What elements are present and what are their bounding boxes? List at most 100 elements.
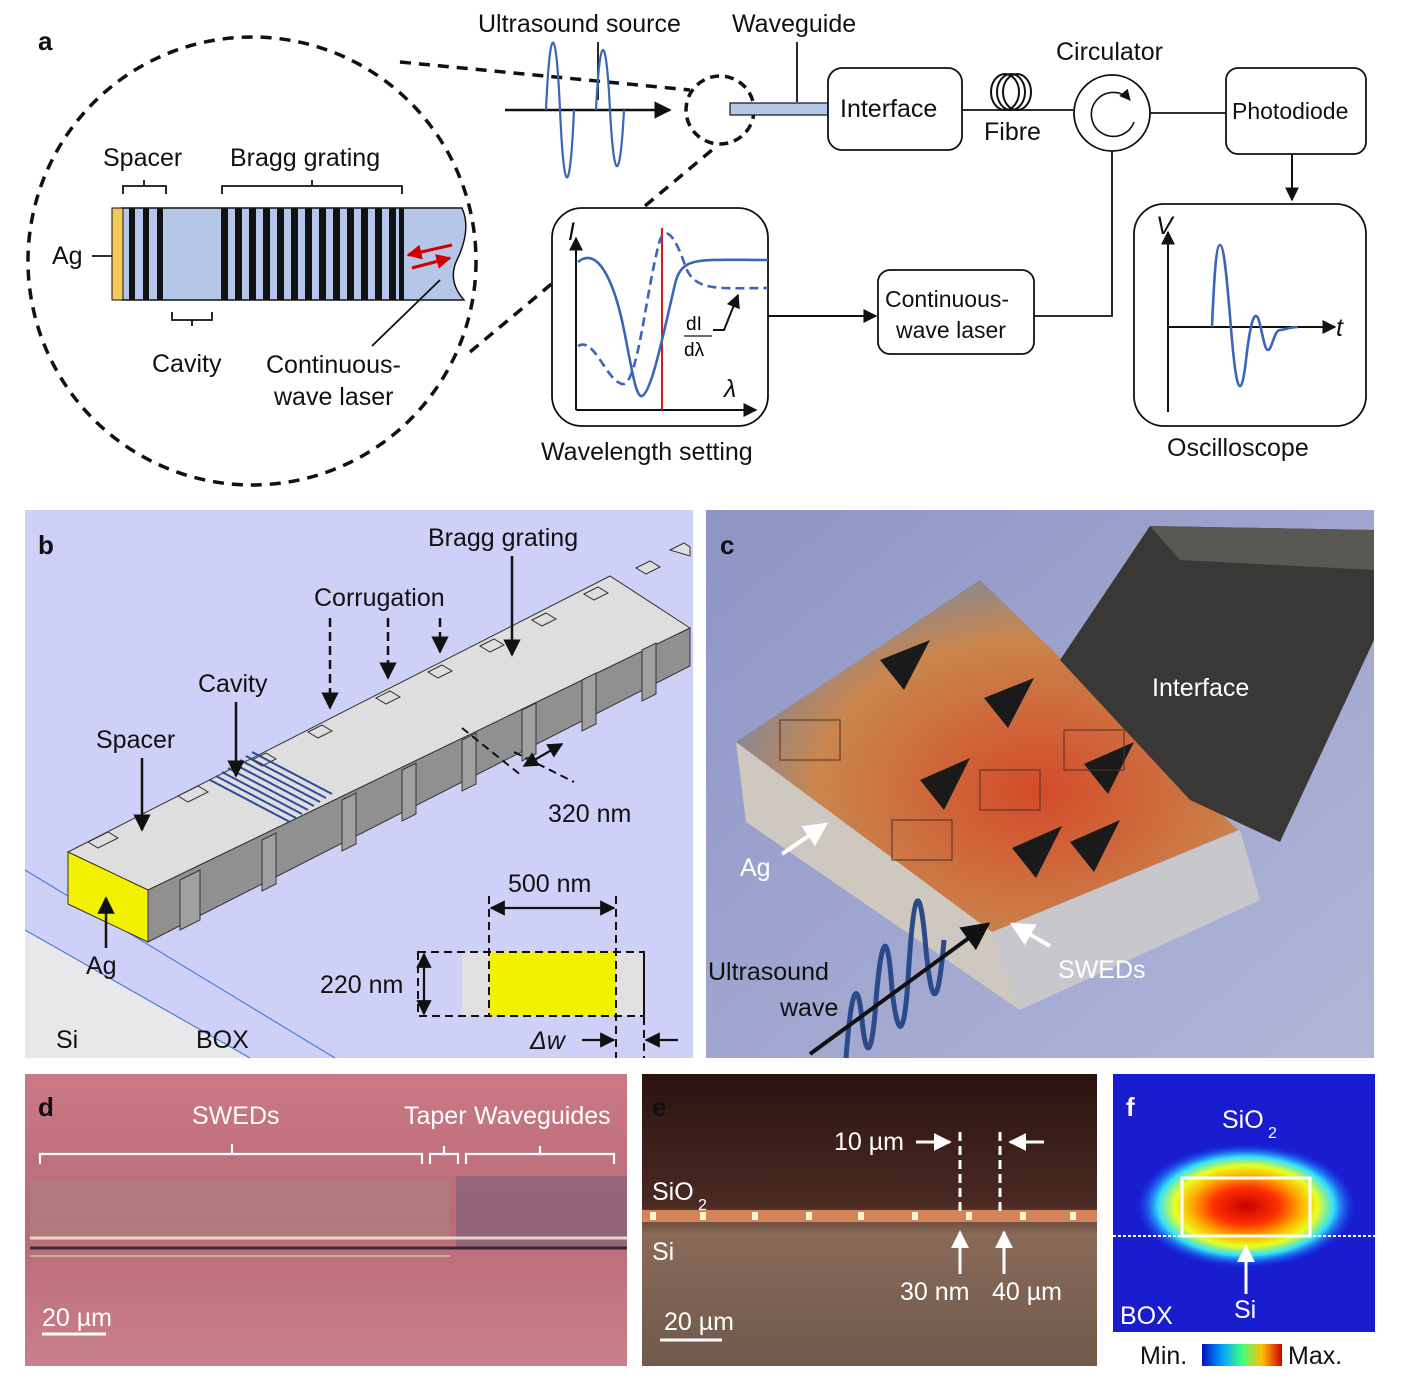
circulator-arrow-icon [1090, 88, 1135, 138]
panel-e-letter: e [652, 1092, 666, 1122]
ws-label-lambda: λ [722, 375, 736, 403]
label-photodiode: Photodiode [1232, 98, 1348, 124]
label-ultrasound-c-1: Ultrasound [708, 958, 829, 986]
sweds-region [30, 1180, 450, 1240]
label-320nm: 320 nm [548, 800, 631, 828]
cross-section-core [489, 952, 616, 1016]
ag-layer [111, 207, 124, 301]
osc-label-t: t [1336, 314, 1344, 342]
label-si-f: Si [1234, 1296, 1256, 1324]
label-ultrasound-source: Ultrasound source [478, 10, 681, 38]
cw-leader [371, 279, 441, 347]
panel-d-letter: d [38, 1092, 54, 1122]
sweds-arrow-c [1009, 922, 1052, 948]
label-interface: Interface [840, 95, 937, 123]
label-wavelength-setting: Wavelength setting [541, 438, 753, 466]
ws-label-i: I [568, 218, 575, 246]
dim-320-ext-2 [513, 751, 575, 783]
label-box-b: BOX [196, 1026, 249, 1054]
panel-d: d SWEDs Taper Waveguides 20 µm [25, 1074, 627, 1366]
panel-f-letter: f [1126, 1092, 1135, 1122]
panel-f: f SiO 2 Si BOX Min. Max. [1113, 1074, 1375, 1370]
chip-front [992, 830, 1260, 1010]
label-sio2-e: SiO [652, 1178, 694, 1206]
label-delta-w: Δw [529, 1027, 567, 1055]
laser-arrow-right [411, 254, 452, 270]
label-circulator: Circulator [1056, 38, 1163, 66]
label-spacer: Spacer [103, 144, 182, 172]
interface-block [1060, 526, 1374, 842]
sweds-bracket-d [38, 1144, 424, 1164]
label-cw-box-2: wave laser [895, 317, 1006, 343]
oscilloscope-box [1133, 203, 1367, 427]
label-sweds-d: SWEDs [192, 1102, 280, 1130]
ag-arrow-c [780, 822, 828, 856]
zoom-line-top [399, 60, 691, 92]
spacer-bracket [122, 180, 167, 194]
label-interface-c: Interface [1152, 674, 1249, 702]
chip-top [736, 580, 1238, 932]
label-sio2-f: SiO [1222, 1106, 1264, 1134]
panel-b: b Bragg grating Corrugation Cavity Space… [24, 510, 693, 1059]
magnified-circle [26, 35, 478, 487]
corrugation-teeth [86, 542, 691, 849]
interface-box [827, 67, 963, 151]
chip-side [736, 742, 1020, 1010]
ws-transmission-curve [577, 256, 769, 398]
osc-label-v: V [1156, 212, 1175, 240]
ws-deriv-pointer [713, 293, 740, 331]
cavity-stripes [209, 751, 333, 823]
label-30nm: 30 nm [900, 1278, 969, 1306]
waveguide-bar [729, 102, 829, 116]
waveguide-region [456, 1176, 627, 1248]
panel-a-letter: a [38, 26, 53, 56]
taper-bracket-d [428, 1146, 460, 1164]
panel-c-letter: c [720, 530, 734, 560]
label-500nm: 500 nm [508, 870, 591, 898]
si-core-outline [1180, 1176, 1312, 1238]
ws-label-di: dI [686, 314, 702, 335]
label-cw-laser-2: wave laser [273, 383, 394, 411]
panel-a: a Spacer Bragg grating Ag Cavity Continu… [26, 10, 1367, 487]
label-waveguides-d: Waveguides [474, 1102, 611, 1130]
label-40um: 40 µm [992, 1278, 1062, 1306]
label-cavity: Cavity [152, 350, 222, 378]
bragg-bracket [221, 180, 403, 194]
photodiode-box [1225, 67, 1367, 155]
label-ag: Ag [52, 242, 83, 270]
label-bragg-grating-b: Bragg grating [428, 524, 578, 552]
fibre-coil-icon [990, 73, 1032, 111]
ws-label-dlambda: dλ [684, 340, 705, 361]
cavity-bracket [171, 312, 213, 326]
panel-b-letter: b [38, 530, 54, 560]
dim-320-arrow [522, 743, 564, 767]
laser-arrow-left [406, 243, 453, 260]
label-si-b: Si [56, 1026, 78, 1054]
label-scale-d: 20 µm [42, 1304, 112, 1332]
label-box-f: BOX [1120, 1302, 1173, 1330]
cw-laser-box [877, 269, 1035, 355]
bragg-lines [221, 208, 404, 300]
osc-signal [1210, 243, 1299, 388]
label-min: Min. [1140, 1342, 1187, 1370]
label-cavity-b: Cavity [198, 670, 268, 698]
label-taper-d: Taper [404, 1102, 467, 1130]
label-cw-box-1: Continuous- [885, 286, 1009, 312]
spacer-lines [129, 208, 163, 300]
label-sweds-c: SWEDs [1058, 956, 1146, 984]
label-220nm: 220 nm [320, 971, 403, 999]
label-scale-e: 20 µm [664, 1308, 734, 1336]
circulator-icon [1073, 74, 1151, 152]
label-spacer-b: Spacer [96, 726, 175, 754]
label-bragg-grating: Bragg grating [230, 144, 380, 172]
label-max: Max. [1288, 1342, 1342, 1370]
label-waveguide: Waveguide [732, 10, 856, 38]
panel-c: Interface c Ag SWEDs Ultrasound wave [706, 510, 1374, 1059]
chip-devices [880, 640, 1134, 878]
label-sio2-e-sub: 2 [698, 1197, 707, 1214]
colorbar [1202, 1344, 1282, 1366]
interface-block-top [1150, 526, 1374, 570]
label-cw-laser-1: Continuous- [266, 351, 401, 379]
chip-gratings [779, 719, 1125, 861]
